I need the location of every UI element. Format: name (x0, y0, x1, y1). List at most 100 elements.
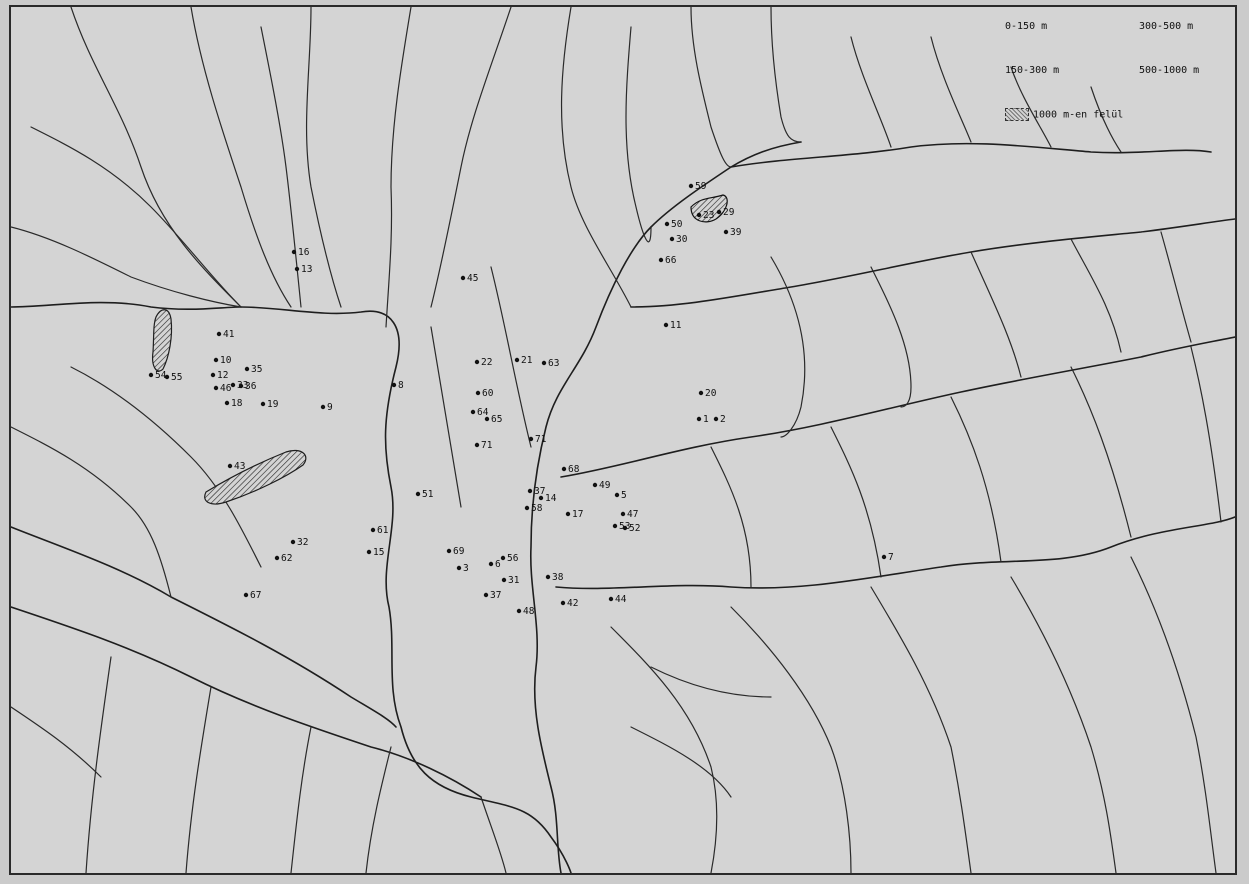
site-dot (290, 539, 296, 545)
site-dot (696, 212, 702, 218)
site-dot (608, 596, 614, 602)
site-label: 11 (670, 320, 682, 331)
site-label: 35 (251, 364, 262, 375)
site-marker: 20 (698, 388, 717, 399)
site-marker: 55 (164, 372, 182, 383)
site-dot (620, 511, 626, 517)
site-marker: 1 (696, 414, 709, 425)
site-dot (488, 561, 494, 567)
site-marker: 41 (216, 329, 235, 340)
site-label: 61 (377, 525, 389, 536)
site-dot (260, 401, 266, 407)
site-dot (658, 257, 664, 263)
site-label: 46 (220, 383, 232, 394)
site-dot (688, 183, 694, 189)
site-dot (484, 416, 490, 422)
site-marker: 13 (294, 264, 312, 275)
site-label: 30 (676, 234, 688, 245)
site-label: 48 (523, 606, 535, 617)
site-label: 51 (422, 489, 434, 500)
site-marker: 61 (370, 525, 389, 536)
drava-river (11, 526, 397, 728)
site-label: 13 (301, 264, 312, 275)
site-marker: 30 (669, 234, 688, 245)
site-dot (664, 221, 670, 227)
site-marker: 67 (243, 590, 261, 601)
site-label: 31 (508, 575, 520, 586)
site-dot (622, 525, 628, 531)
site-marker: 64 (470, 407, 489, 418)
site-dot (210, 372, 216, 378)
legend-swatch (1005, 108, 1029, 121)
legend: 0-150 m 300-500 m 150-300 m 500-1000 m 1… (11, 7, 1235, 157)
site-dot (614, 492, 620, 498)
site-label: 64 (477, 407, 489, 418)
site-marker: 60 (475, 388, 494, 399)
site-dot (456, 565, 462, 571)
site-dot (538, 495, 544, 501)
site-label: 3 (463, 563, 469, 574)
site-marker: 15 (366, 547, 384, 558)
site-label: 20 (705, 388, 717, 399)
site-label: 14 (545, 493, 557, 504)
site-marker: 58 (524, 503, 543, 514)
site-marker: 29 (716, 207, 735, 218)
site-label: 9 (327, 402, 333, 413)
site-label: 39 (730, 227, 742, 238)
site-dot (243, 592, 249, 598)
site-marker: 49 (592, 480, 611, 491)
site-dot (516, 608, 522, 614)
site-markers: 1613454154551012463335361819982221636064… (148, 181, 894, 617)
site-dot (320, 404, 326, 410)
site-marker: 21 (514, 355, 533, 366)
site-label: 47 (627, 509, 638, 520)
site-dot (213, 357, 219, 363)
site-label: 21 (521, 355, 533, 366)
site-dot (560, 600, 566, 606)
site-marker: 56 (500, 553, 519, 564)
lake-ferto (152, 309, 173, 372)
site-marker: 53 (612, 521, 630, 532)
site-label: 19 (267, 399, 279, 410)
site-label: 60 (482, 388, 494, 399)
site-dot (612, 523, 618, 529)
site-marker: 68 (561, 464, 580, 475)
site-dot (216, 331, 222, 337)
maros-river (555, 516, 1235, 590)
site-dot (698, 390, 704, 396)
site-label: 50 (671, 219, 683, 230)
site-marker: 45 (460, 273, 478, 284)
site-dot (224, 400, 230, 406)
site-label: 29 (723, 207, 735, 218)
site-label: 68 (568, 464, 580, 475)
site-marker: 37 (527, 486, 545, 497)
site-dot (528, 436, 534, 442)
lake-balaton (204, 449, 307, 505)
legend-300-500: 300-500 m (1139, 21, 1194, 32)
site-label: 44 (615, 594, 627, 605)
south-river (11, 606, 482, 798)
site-marker: 43 (227, 461, 245, 472)
site-marker: 8 (391, 380, 404, 391)
site-marker: 36 (238, 381, 257, 392)
site-marker: 63 (541, 358, 559, 369)
site-marker: 65 (484, 414, 502, 425)
site-dot (501, 577, 507, 583)
site-marker: 12 (210, 370, 228, 381)
site-marker: 7 (881, 552, 894, 563)
site-marker: 32 (290, 537, 308, 548)
site-marker: 11 (663, 320, 682, 331)
site-label: 8 (398, 380, 404, 391)
main-river (240, 306, 572, 873)
site-marker: 19 (260, 399, 279, 410)
site-label: 5 (621, 490, 627, 501)
site-marker: 22 (474, 357, 492, 368)
site-marker: 48 (516, 606, 535, 617)
site-label: 52 (629, 523, 640, 534)
site-label: 56 (507, 553, 519, 564)
site-marker: 14 (538, 493, 557, 504)
site-label: 32 (297, 537, 308, 548)
site-marker: 37 (483, 590, 501, 601)
site-dot (366, 549, 372, 555)
